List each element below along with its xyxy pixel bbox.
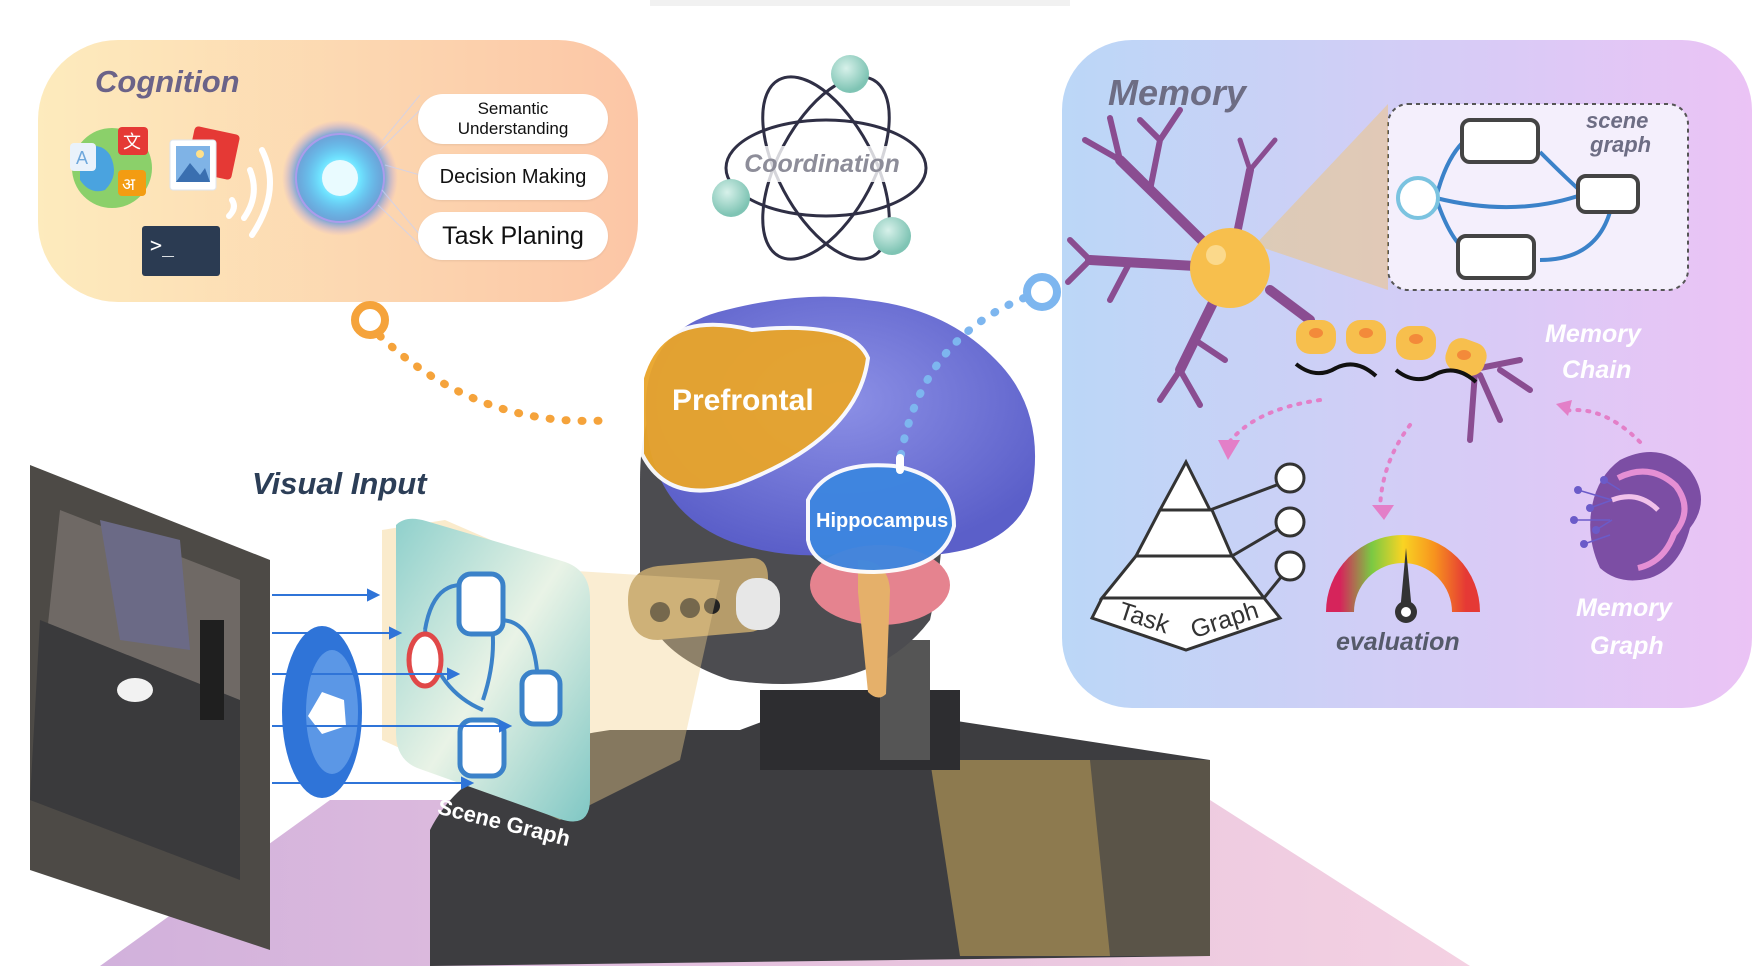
coordination-atom-icon (724, 75, 928, 261)
svg-text:文: 文 (123, 132, 141, 153)
memory-graph-label-line2: Graph (1590, 632, 1664, 660)
atom-electron (831, 55, 869, 93)
evaluation-label: evaluation (1336, 628, 1460, 656)
memory-title: Memory (1108, 72, 1247, 113)
hippocampus-region (806, 463, 957, 575)
ai-orb-icon (282, 94, 421, 246)
neuron-soma (1190, 228, 1270, 308)
svg-text:A: A (76, 148, 88, 168)
myelin-dots (1309, 328, 1471, 360)
hippocampus-label: Hippocampus (816, 510, 949, 532)
atom-electron (712, 179, 750, 217)
brace-marks (1294, 362, 1478, 384)
signal-waves-icon (226, 147, 273, 238)
svg-text:अ: अ (122, 175, 136, 195)
magnifier-beam (1255, 104, 1388, 290)
camera-photo (30, 465, 270, 950)
visual-input-title: Visual Input (252, 466, 427, 501)
scene-graph-node (1456, 234, 1536, 280)
language-icon: A 文 अ (70, 127, 152, 208)
atom-electron (873, 217, 911, 255)
scene-graph-card (396, 518, 590, 822)
scene-graph-label-line1: scene (1586, 108, 1649, 133)
scene-graph-root-node (1396, 176, 1440, 220)
memory-connector-node (1023, 273, 1061, 311)
top-shadow (650, 0, 1070, 6)
scene-graph-label-line2: graph (1590, 132, 1652, 157)
coordination-label: Coordination (744, 150, 900, 178)
cognition-connector-node (351, 301, 389, 339)
visual-input-arrows (272, 588, 513, 790)
cognition-item-planning: Task Planing (418, 212, 608, 260)
image-icon (169, 126, 240, 191)
memory-graph-label-line1: Memory (1576, 594, 1672, 622)
memory-graph-head-icon (1570, 452, 1701, 581)
cognition-item-decision: Decision Making (418, 154, 608, 200)
cognition-title: Cognition (95, 64, 240, 99)
evaluation-gauge-icon (1326, 535, 1480, 623)
brain-illustration (640, 296, 1036, 698)
memory-chain-label-line2: Chain (1562, 356, 1632, 384)
cognition-item-semantic: Semantic Understanding (418, 94, 608, 144)
scene-graph-node (1460, 118, 1540, 164)
task-graph-pyramid-icon (1089, 458, 1306, 652)
terminal-icon: >_ (142, 226, 220, 276)
svg-text:>_: >_ (150, 233, 175, 257)
coordination-label-bg (742, 146, 902, 182)
scene-graph-node (1576, 174, 1640, 214)
prefrontal-label: Prefrontal (672, 384, 814, 417)
cognition-connector (376, 332, 616, 425)
prefrontal-region (640, 322, 871, 493)
memory-chain-label-line1: Memory (1545, 320, 1641, 348)
camera-lens-icon (282, 626, 362, 798)
